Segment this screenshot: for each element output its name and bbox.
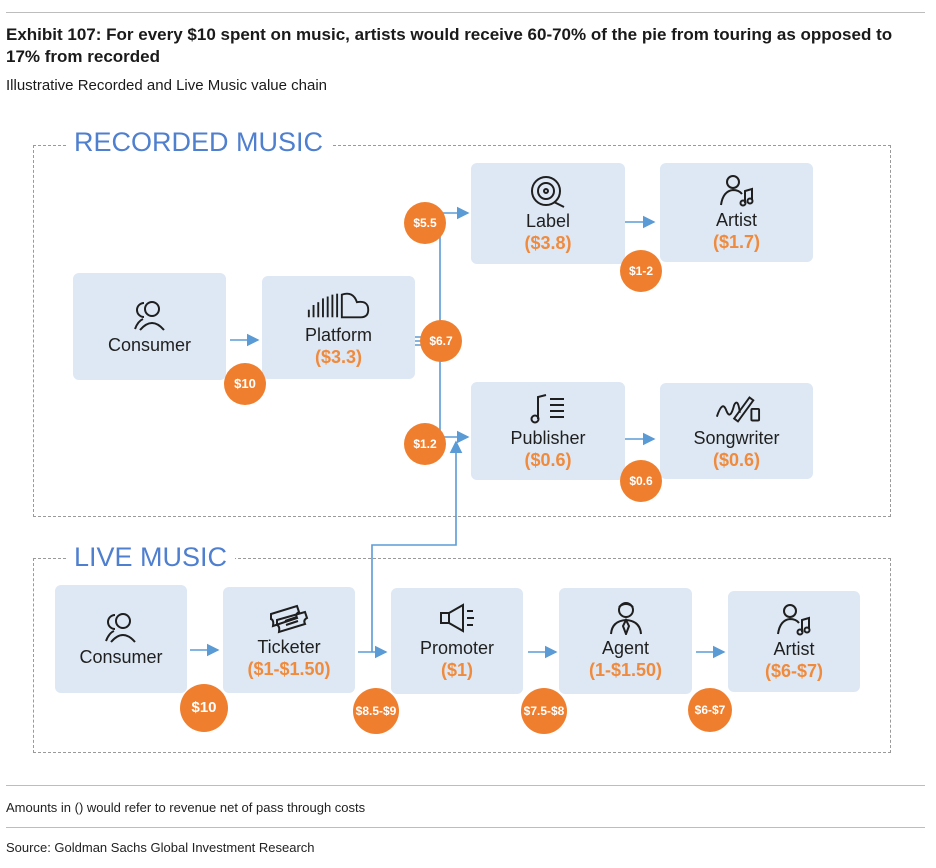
recorded-consumer-node: Consumer xyxy=(73,273,226,380)
source-line: Source: Goldman Sachs Global Investment … xyxy=(6,840,315,855)
recorded-music-label: RECORDED MUSIC xyxy=(66,125,332,159)
ticketer-amount: ($1-$1.50) xyxy=(247,659,331,679)
recorded-music-frame xyxy=(33,145,891,517)
artist-music-icon xyxy=(777,603,811,635)
people-icon xyxy=(133,300,165,331)
publisher-name: Publisher xyxy=(510,428,586,448)
ticketer-name: Ticketer xyxy=(257,637,321,657)
agent-icon xyxy=(609,602,642,635)
people-icon xyxy=(105,613,136,643)
exhibit-subtitle: Illustrative Recorded and Live Music val… xyxy=(6,77,327,94)
badge-platform-out: $6.7 xyxy=(420,320,462,362)
label-name: Label xyxy=(525,210,571,231)
soundcloud-icon xyxy=(307,292,369,318)
promoter-amount: ($1) xyxy=(440,660,473,680)
exhibit-title: Exhibit 107: For every $10 spent on musi… xyxy=(6,25,893,66)
footer-rule-bottom xyxy=(6,827,925,828)
label-amount: ($3.8) xyxy=(524,232,572,253)
amounts-note: Amounts in () would refer to revenue net… xyxy=(6,800,366,815)
publisher-node: Publisher ($0.6) xyxy=(471,382,625,480)
songwriter-amount: ($0.6) xyxy=(712,450,761,470)
recorded-consumer-name: Consumer xyxy=(107,334,192,355)
badge-to-artist-live: $6-$7 xyxy=(688,688,732,732)
pen-signing-icon xyxy=(715,396,760,423)
badge-to-artist-recorded: $1-2 xyxy=(620,250,662,292)
live-artist-name: Artist xyxy=(773,638,815,659)
songwriter-name: Songwriter xyxy=(693,428,780,448)
live-artist-node: Artist ($6-$7) xyxy=(728,591,860,692)
live-music-label: LIVE MUSIC xyxy=(66,540,236,574)
recorded-artist-amount: ($1.7) xyxy=(712,231,761,252)
top-rule xyxy=(6,12,925,13)
sheet-music-icon xyxy=(530,394,564,424)
live-artist-amount: ($6-$7) xyxy=(764,660,824,681)
live-consumer-name: Consumer xyxy=(79,647,163,667)
platform-amount: ($3.3) xyxy=(314,346,363,367)
badge-recorded-consumer-spend: $10 xyxy=(224,363,266,405)
agent-name: Agent xyxy=(601,638,650,658)
label-node: Label ($3.8) xyxy=(471,163,625,264)
promoter-name: Promoter xyxy=(419,638,495,658)
badge-to-songwriter: $0.6 xyxy=(620,460,662,502)
badge-live-consumer-spend: $10 xyxy=(180,684,228,732)
badge-to-label: $5.5 xyxy=(404,202,446,244)
live-consumer-node: Consumer xyxy=(55,585,187,693)
publisher-amount: ($0.6) xyxy=(524,450,572,470)
recorded-artist-node: Artist ($1.7) xyxy=(660,163,813,262)
megaphone-icon xyxy=(440,603,474,633)
artist-music-icon xyxy=(719,174,753,206)
arrow-ticketer-to-publisher xyxy=(371,440,463,652)
vinyl-record-icon xyxy=(531,175,565,208)
badge-to-agent: $7.5-$8 xyxy=(521,688,567,734)
songwriter-node: Songwriter ($0.6) xyxy=(660,383,813,479)
live-music-frame xyxy=(33,558,891,753)
recorded-artist-name: Artist xyxy=(715,209,757,230)
agent-amount: (1-$1.50) xyxy=(588,660,663,680)
ticketer-node: Ticketer ($1-$1.50) xyxy=(223,587,355,693)
tickets-icon xyxy=(270,604,309,634)
platform-name: Platform xyxy=(304,324,373,345)
promoter-node: Promoter ($1) xyxy=(391,588,523,694)
badge-to-publisher: $1.2 xyxy=(404,423,446,465)
footer-rule-top xyxy=(6,785,925,786)
badge-to-promoter: $8.5-$9 xyxy=(353,688,399,734)
agent-node: Agent (1-$1.50) xyxy=(559,588,692,694)
platform-node: Platform ($3.3) xyxy=(262,276,415,379)
